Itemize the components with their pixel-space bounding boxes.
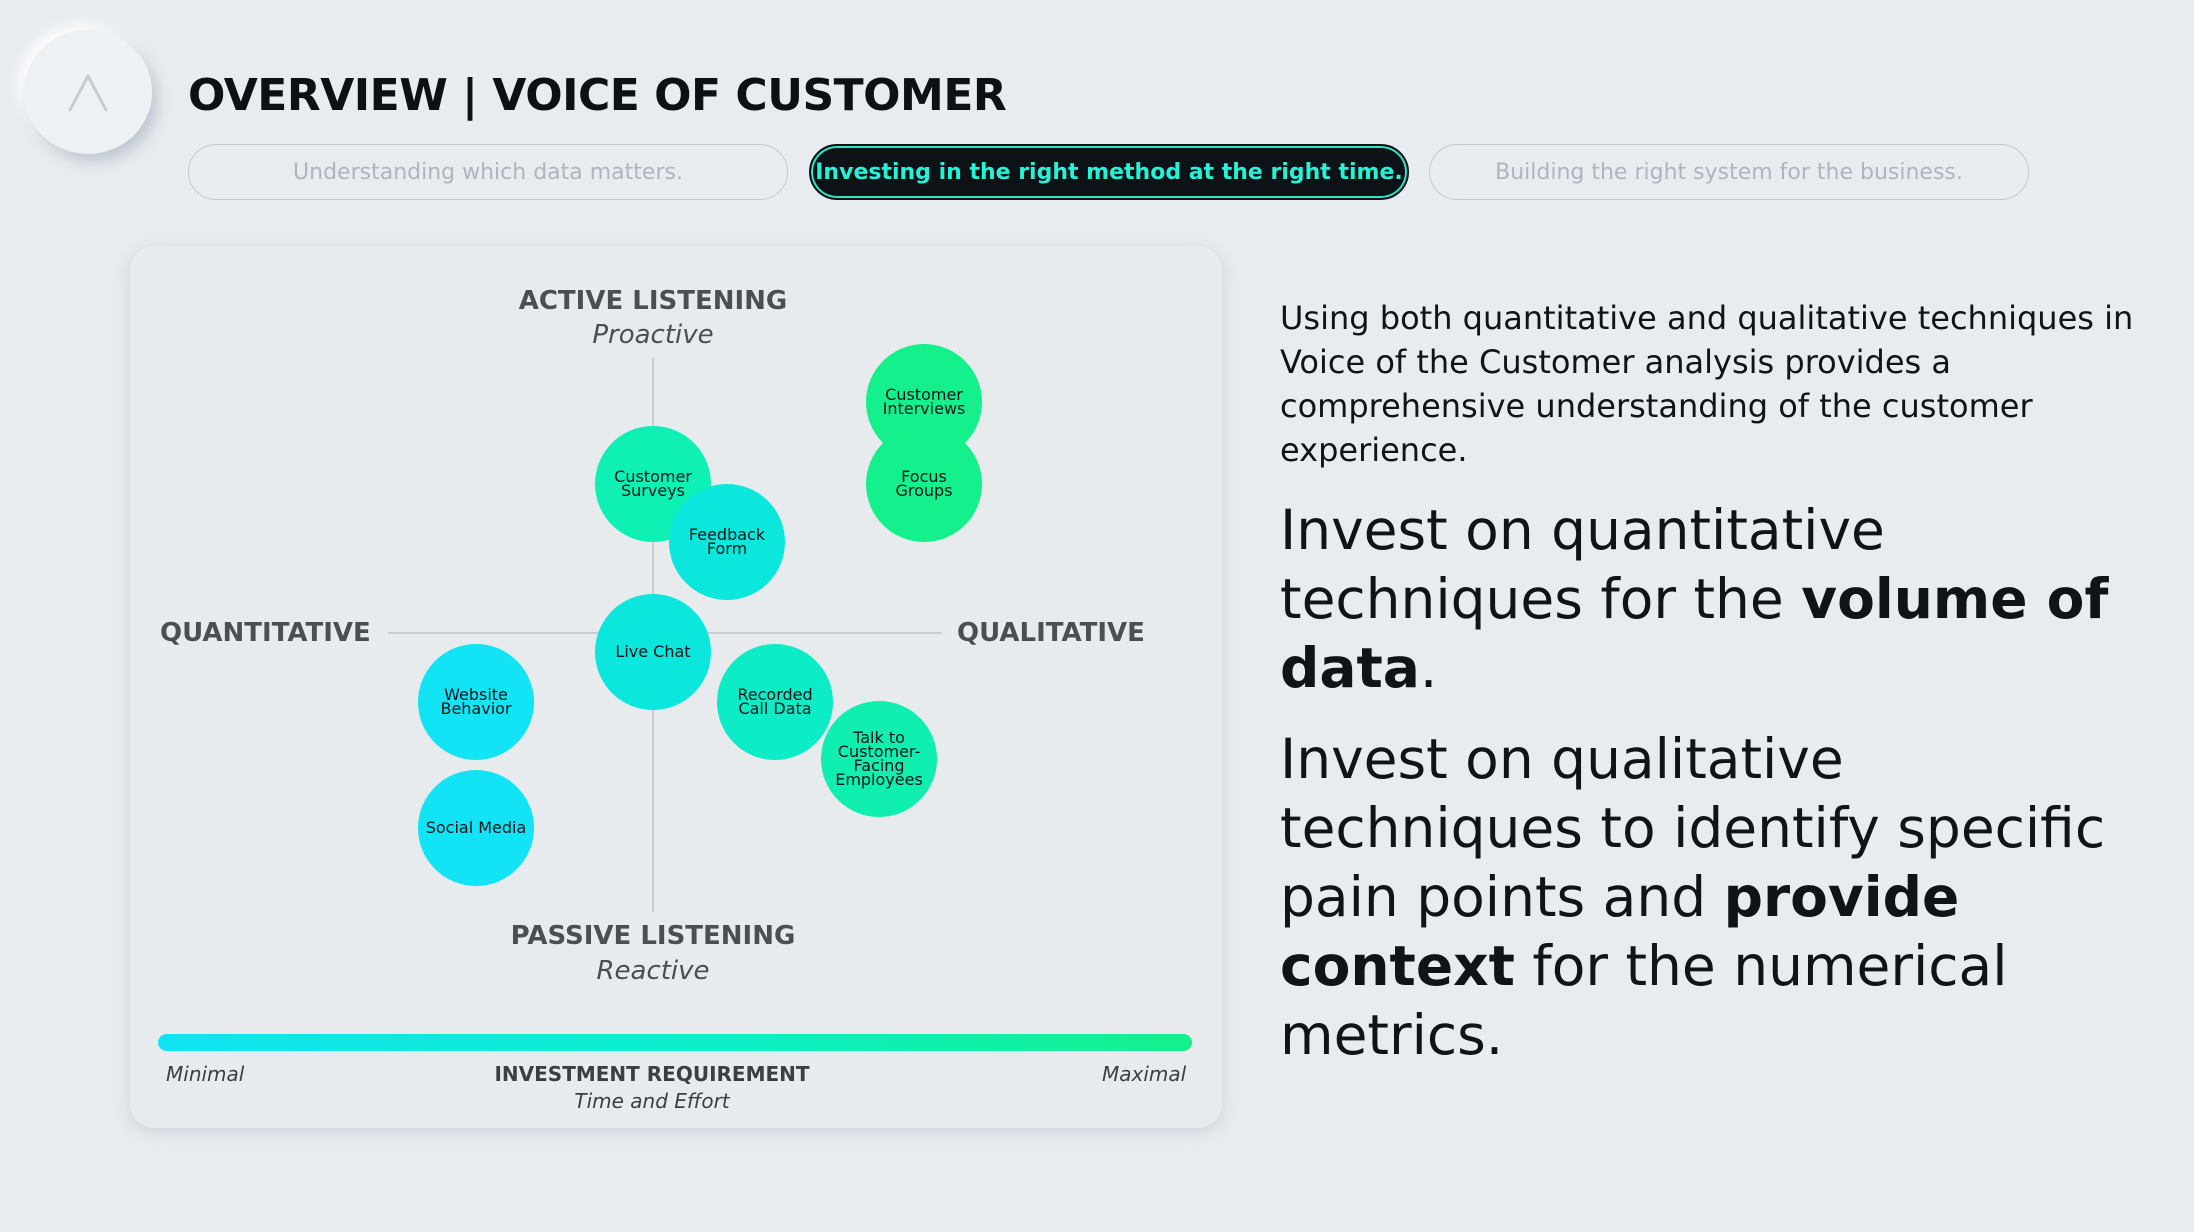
bubble-label: Customer Interviews (882, 385, 966, 418)
point-text: Invest on qualitative techniques to iden… (1280, 727, 2106, 929)
qualitative-label: QUALITATIVE (957, 618, 1145, 648)
bubble-label: Live Chat (615, 642, 691, 661)
brand-logo-icon (68, 74, 108, 112)
bubble-focus-groups: Focus Groups (866, 426, 982, 542)
bubble-social-media: Social Media (418, 770, 534, 886)
tab-label: Building the right system for the busine… (1495, 159, 1963, 185)
bubble-label: Feedback Form (688, 525, 766, 558)
tab-label: Investing in the right method at the rig… (815, 159, 1403, 185)
tab-building-system[interactable]: Building the right system for the busine… (1429, 144, 2029, 200)
proactive-label: Proactive (592, 320, 714, 350)
investment-min-label: Minimal (166, 1062, 245, 1086)
point-text-end: . (1419, 636, 1438, 700)
passive-listening-label: PASSIVE LISTENING (510, 921, 796, 951)
bubble-label: Social Media (425, 818, 527, 837)
active-listening-label: ACTIVE LISTENING (518, 286, 788, 316)
bubble-recorded-call-data: Recorded Call Data (717, 644, 833, 760)
brand-logo (24, 30, 152, 154)
point-qualitative: Invest on qualitative techniques to iden… (1280, 725, 2140, 1070)
investment-max-label: Maximal (1102, 1062, 1187, 1086)
tab-label: Understanding which data matters. (293, 159, 683, 185)
bubble-label: Customer Surveys (614, 467, 692, 500)
tab-investing-method[interactable]: Investing in the right method at the rig… (809, 144, 1409, 200)
investment-subtitle: Time and Effort (574, 1089, 730, 1113)
investment-title: INVESTMENT REQUIREMENT (494, 1062, 810, 1086)
point-text-end: for the numerical metrics. (1280, 934, 2008, 1067)
bubble-website-behavior: Website Behavior (418, 644, 534, 760)
page-title: OVERVIEW | VOICE OF CUSTOMER (188, 70, 1007, 121)
quantitative-label: QUANTITATIVE (160, 618, 371, 648)
tab-understanding-data[interactable]: Understanding which data matters. (188, 144, 788, 200)
intro-paragraph: Using both quantitative and qualitative … (1280, 299, 2134, 469)
bubble-talk-to-employees: Talk to Customer-Facing Employees (821, 701, 937, 817)
point-quantitative: Invest on quantitative techniques for th… (1280, 496, 2140, 703)
point-emphasis: provide context (1280, 865, 1960, 998)
point-emphasis: volume of data (1280, 567, 2109, 700)
bubble-label: Focus Groups (895, 467, 953, 500)
point-text: Invest on quantitative techniques for th… (1280, 498, 1885, 631)
bubble-label: Talk to Customer-Facing Employees (835, 728, 923, 789)
bubble-live-chat: Live Chat (595, 594, 711, 710)
investment-gradient-bar (158, 1034, 1192, 1051)
reactive-label: Reactive (596, 956, 710, 986)
bubble-label: Website Behavior (440, 685, 512, 718)
bubble-label: Recorded Call Data (737, 685, 813, 718)
bubble-feedback-form: Feedback Form (669, 484, 785, 600)
